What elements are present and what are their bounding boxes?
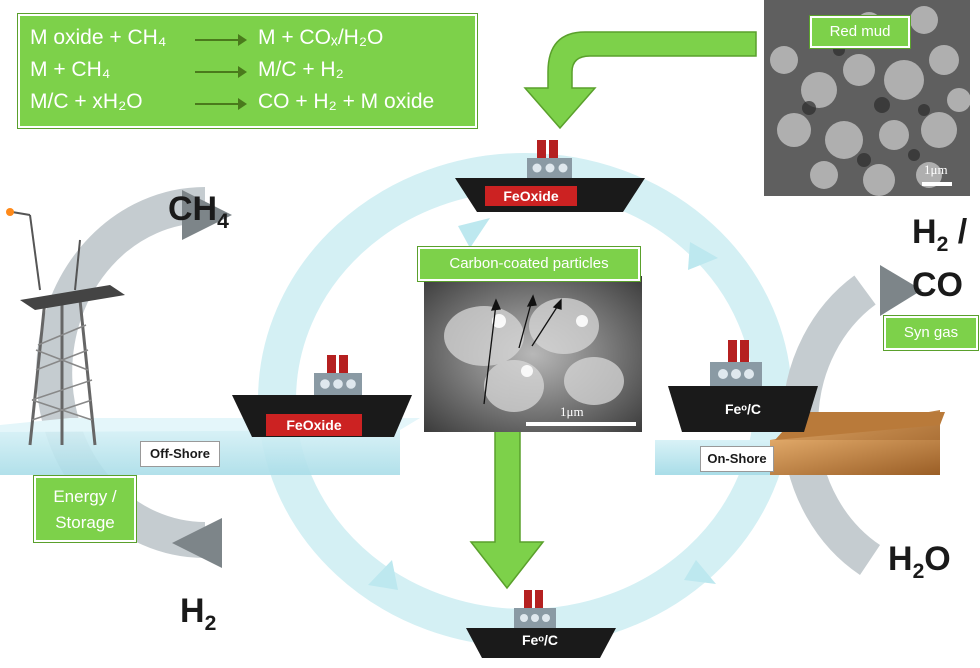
left-ship-label: FeOxide: [266, 414, 362, 436]
red-mud-scale-label: 1μm: [924, 162, 948, 177]
equation-3-right: CO + H₂ + M oxide: [258, 90, 435, 113]
cycle-arrowhead: [684, 560, 716, 584]
syn-gas-label: Syn gas: [884, 316, 978, 350]
cycle-arrowhead: [458, 218, 490, 248]
h2o-sub: 2: [912, 559, 925, 583]
h2-co-line-2: CO: [912, 265, 963, 304]
carbon-scale-label: 1μm: [560, 404, 584, 419]
h2o-label: H2O: [888, 540, 951, 584]
off-shore-label: Off-Shore: [140, 441, 220, 467]
arrow-right-icon: [195, 34, 247, 46]
h2co-h: H: [912, 213, 937, 251]
h2-co-line-1: H2 /: [912, 212, 967, 265]
cycle-arrowhead: [368, 560, 398, 590]
scale-bar: [922, 182, 952, 186]
reaction-equations-box: M oxide + CH₄ M + COₓ/H₂O M + CH₄ M/C + …: [18, 14, 477, 128]
top-ship-label: FeOxide: [485, 186, 577, 206]
onshore-land-top: [775, 412, 945, 440]
ch4-label: CH4: [168, 190, 229, 234]
loop-arrowhead: [172, 518, 222, 568]
h2o-o: O: [924, 540, 951, 578]
h2-co-label: H2 / CO: [912, 212, 967, 305]
arrow-right-icon: [195, 98, 247, 110]
carbon-coated-label: Carbon-coated particles: [418, 247, 640, 281]
cycle-arrowhead: [688, 242, 718, 270]
h2co-sub: 2: [936, 232, 949, 256]
carbon-coated-texture: [424, 276, 642, 432]
ch4-sub: 4: [217, 209, 229, 233]
h2-label: H2: [180, 592, 216, 636]
equation-3-left: M/C + xH₂O: [30, 90, 143, 113]
equation-2-right: M/C + H₂: [258, 58, 344, 81]
h2-main: H: [180, 592, 205, 630]
on-shore-label: On-Shore: [700, 446, 774, 472]
scale-bar: [526, 422, 636, 426]
bottom-ship-label: Feᵒ/C: [494, 630, 586, 650]
arrow-right-icon: [195, 66, 247, 78]
red-mud-micrograph: Red mud 1μm: [764, 0, 970, 196]
equation-1-left: M oxide + CH₄: [30, 26, 167, 49]
energy-storage-line-2: Storage: [55, 513, 115, 532]
equation-1-right: M + COₓ/H₂O: [258, 26, 384, 49]
equation-2-left: M + CH₄: [30, 58, 111, 81]
onshore-land-front: [770, 440, 940, 475]
h2-sub: 2: [204, 611, 217, 635]
h2o-h: H: [888, 540, 913, 578]
energy-storage-line-1: Energy /: [53, 487, 117, 506]
loop-arrowhead: [880, 265, 922, 316]
loop-arrowhead: [182, 190, 232, 240]
arrow-down-icon: [469, 424, 545, 590]
h2co-slash: /: [948, 213, 968, 251]
ch4-main: CH: [168, 190, 218, 228]
red-mud-label: Red mud: [810, 16, 910, 48]
right-ship-label: Feᵒ/C: [706, 398, 780, 420]
oil-platform-icon: [6, 208, 125, 446]
bent-arrow-icon: [523, 31, 757, 130]
carbon-coated-micrograph: 1μm: [424, 276, 642, 432]
energy-storage-label: Energy / Storage: [34, 476, 136, 542]
